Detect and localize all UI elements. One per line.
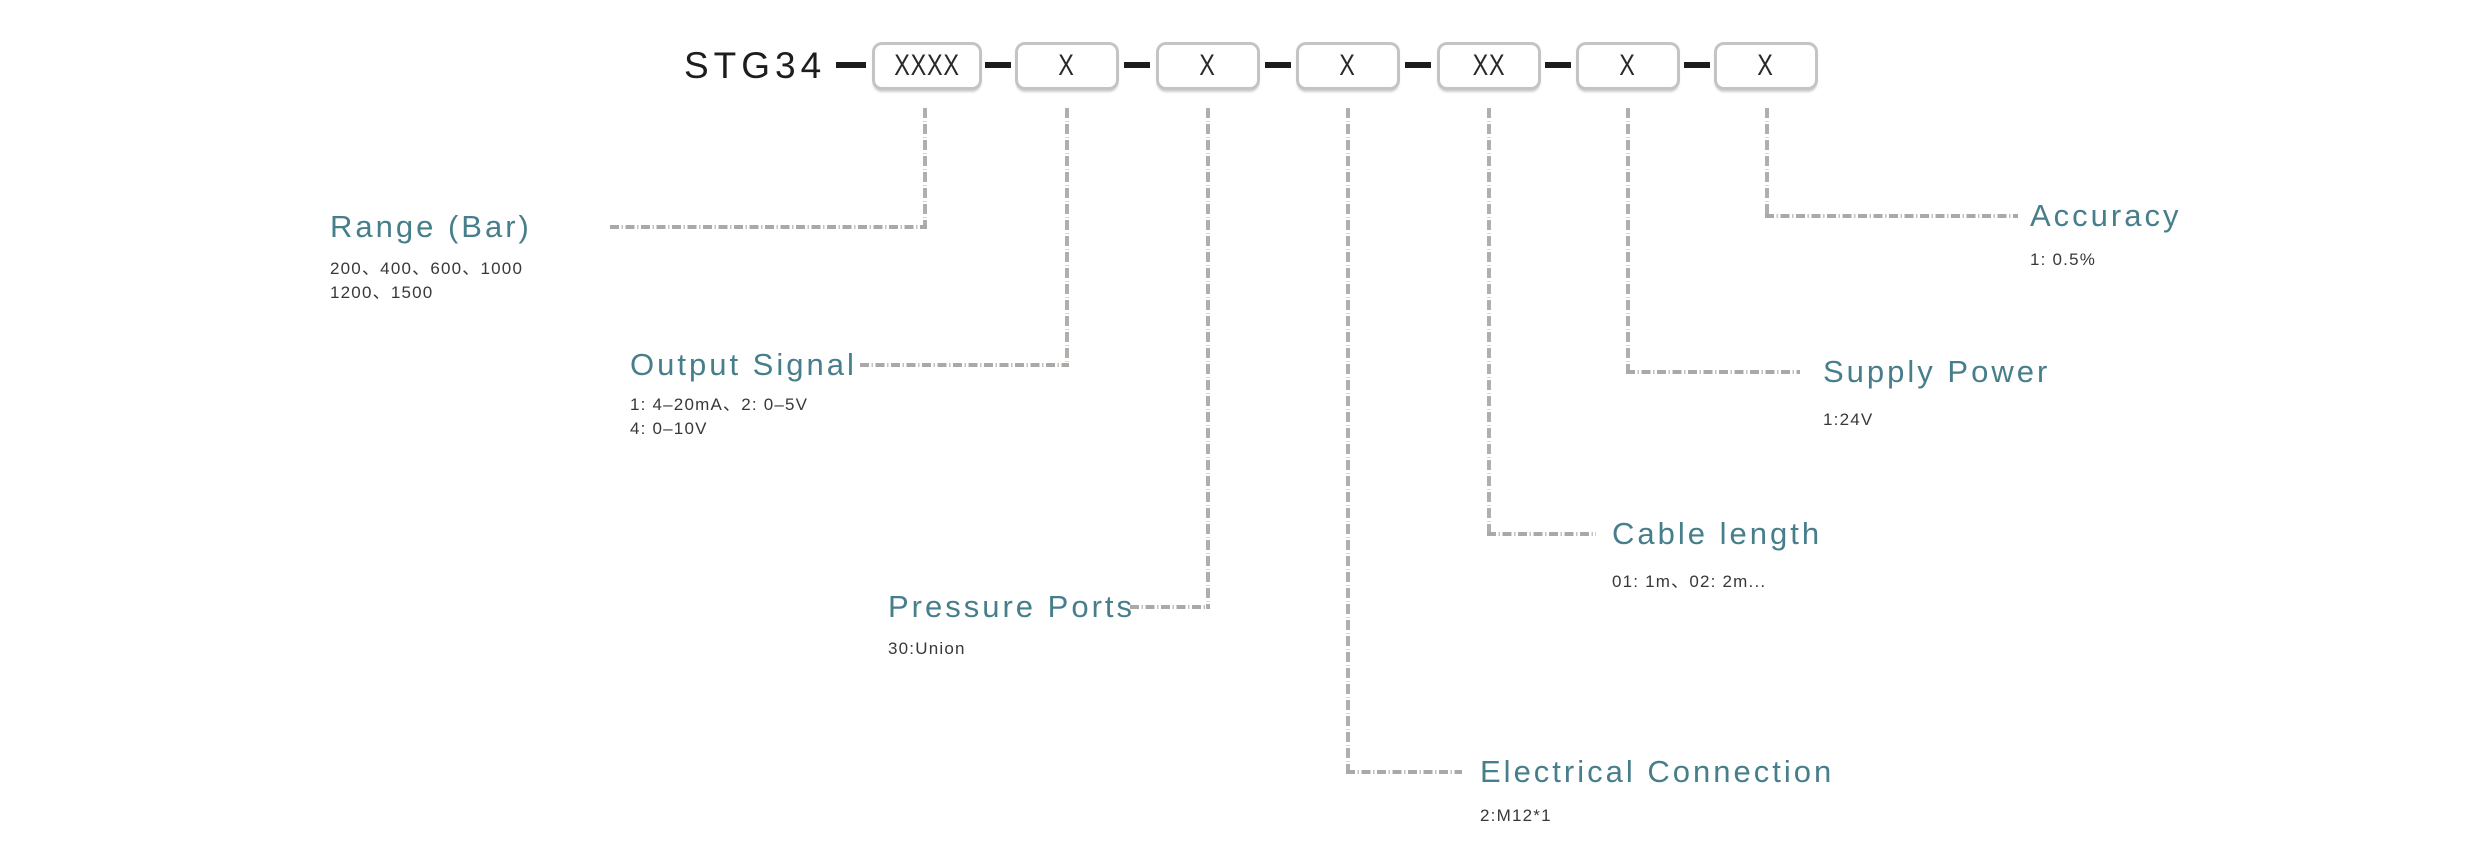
code-box-label: XXXX: [894, 49, 960, 82]
product-code-prefix: STG34: [684, 45, 827, 86]
field-value-line: 30:Union: [888, 639, 966, 658]
connector-horizontal-range: [610, 225, 927, 229]
field-values-range: 200、400、600、1000 1200、1500: [330, 257, 523, 305]
connector-vertical-range: [923, 108, 927, 229]
code-box-label: X: [1199, 49, 1217, 82]
connector-vertical-supply-power: [1626, 108, 1630, 374]
code-box-cable-length: XX: [1437, 42, 1541, 90]
field-value-line: 1:24V: [1823, 410, 1874, 429]
connector-horizontal-pressure-ports: [1130, 605, 1210, 609]
code-separator-dash: [1124, 62, 1150, 68]
field-value-line: 4: 0–10V: [630, 419, 708, 438]
code-separator-dash: [1265, 62, 1291, 68]
field-value-line: 1: 4–20mA、2: 0–5V: [630, 395, 809, 414]
field-value-line: 200、400、600、1000: [330, 259, 524, 278]
code-separator-dash: [1405, 62, 1431, 68]
code-box-range: XXXX: [872, 42, 982, 90]
code-box-label: X: [1757, 49, 1775, 82]
field-values-electrical-connection: 2:M12*1: [1480, 804, 1552, 828]
field-values-pressure-ports: 30:Union: [888, 637, 966, 661]
connector-vertical-output-signal: [1065, 108, 1069, 367]
field-title-range: Range (Bar): [330, 209, 532, 244]
field-values-supply-power: 1:24V: [1823, 408, 1873, 432]
field-values-output-signal: 1: 4–20mA、2: 0–5V 4: 0–10V: [630, 393, 808, 441]
connector-horizontal-output-signal: [860, 363, 1069, 367]
field-value-line: 2:M12*1: [1480, 806, 1552, 825]
field-value-line: 1200、1500: [330, 283, 434, 302]
field-title-accuracy: Accuracy: [2030, 198, 2182, 233]
field-title-pressure-ports: Pressure Ports: [888, 589, 1136, 624]
field-values-accuracy: 1: 0.5%: [2030, 248, 2096, 272]
code-box-accuracy: X: [1714, 42, 1818, 90]
field-title-cable-length: Cable length: [1612, 516, 1823, 551]
field-value-line: 1: 0.5%: [2030, 250, 2097, 269]
connector-horizontal-supply-power: [1626, 370, 1800, 374]
field-title-electrical-connection: Electrical Connection: [1480, 754, 1835, 789]
code-box-pressure-ports: X: [1156, 42, 1260, 90]
code-box-output-signal: X: [1015, 42, 1119, 90]
field-values-cable-length: 01: 1m、02: 2m...: [1612, 570, 1766, 594]
code-box-label: X: [1619, 49, 1637, 82]
code-box-label: X: [1058, 49, 1076, 82]
connector-vertical-pressure-ports: [1206, 108, 1210, 609]
code-box-electrical-connection: X: [1296, 42, 1400, 90]
connector-vertical-accuracy: [1765, 108, 1769, 218]
code-separator-dash: [1684, 62, 1710, 68]
connector-horizontal-accuracy: [1765, 214, 2018, 218]
connector-horizontal-cable-length: [1487, 532, 1596, 536]
code-separator-dash: [1545, 62, 1571, 68]
field-title-supply-power: Supply Power: [1823, 354, 2051, 389]
code-separator-dash: [836, 62, 866, 68]
code-separator-dash: [985, 62, 1011, 68]
field-title-output-signal: Output Signal: [630, 347, 857, 382]
connector-vertical-cable-length: [1487, 108, 1491, 536]
code-box-label: XX: [1472, 49, 1506, 82]
connector-vertical-electrical-connection: [1346, 108, 1350, 774]
code-box-label: X: [1339, 49, 1357, 82]
connector-horizontal-electrical-connection: [1346, 770, 1462, 774]
code-box-supply-power: X: [1576, 42, 1680, 90]
field-value-line: 01: 1m、02: 2m...: [1612, 572, 1767, 591]
